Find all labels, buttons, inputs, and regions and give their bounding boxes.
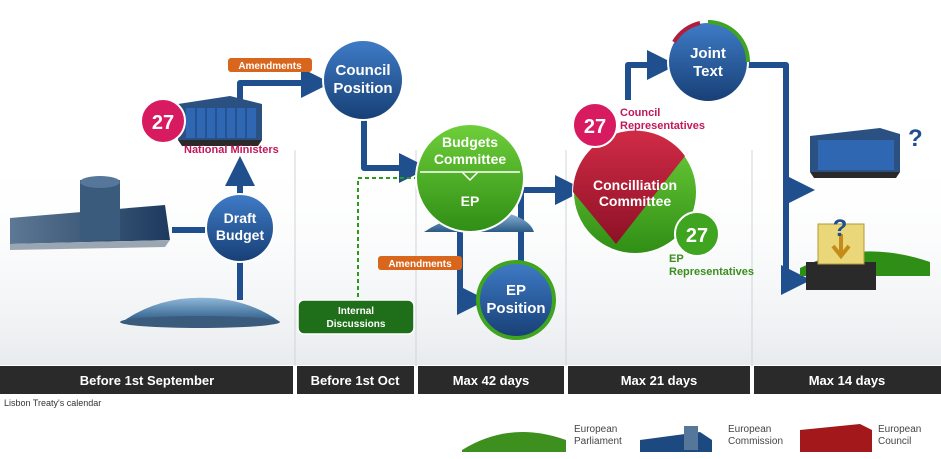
joint-text-label-line2: Text	[693, 63, 723, 80]
joint-text-label-line1: Joint	[690, 45, 726, 62]
legend-item-european-commission: European Commission	[640, 424, 783, 452]
national-ministers-label: National Ministers	[184, 144, 279, 156]
legend-council-line1: European	[878, 424, 921, 435]
connector-conciliation-to-joint-text	[625, 50, 677, 100]
outcome-question-mark-1: ?	[908, 125, 923, 152]
draft-budget-node: Draft Budget	[205, 193, 275, 263]
outcome-ballot-box: ?	[800, 215, 930, 290]
commission-building-left	[10, 176, 170, 250]
national-ministers-count: 27	[152, 112, 174, 134]
ep-position-node: EP Position	[476, 260, 556, 340]
stage-label-max-14-days: Max 14 days	[809, 373, 886, 388]
draft-budget-label-line2: Budget	[216, 227, 265, 243]
amendments-tag-top: Amendments	[228, 58, 312, 72]
timeline-bar: Before 1st September Before 1st Oct Max …	[0, 366, 941, 394]
outcome-commission-building: ?	[810, 125, 923, 178]
connector-council-position-to-budgets	[361, 120, 429, 183]
council-representatives-badge: 27 Council Representatives	[572, 102, 705, 148]
legend-commission-line2: Commission	[728, 436, 783, 447]
national-ministers-badge: 27 National Ministers	[140, 98, 279, 156]
amendments-tag-top-label: Amendments	[238, 61, 302, 72]
legend-commission-line1: European	[728, 424, 771, 435]
council-position-label-line1: Council	[336, 62, 391, 79]
outcome-question-mark-2: ?	[833, 215, 848, 242]
internal-discussions-tag: Internal Discussions	[297, 299, 415, 335]
budgets-committee-label-line2: Committee	[434, 151, 507, 167]
budgets-committee-node: Budgets Committee EP	[415, 123, 525, 233]
legend-item-european-council: European Council	[800, 424, 921, 452]
council-reps-label-line2: Representatives	[620, 120, 705, 132]
stage-label-max-21-days: Max 21 days	[621, 373, 698, 388]
legend-parliament-line1: European	[574, 424, 617, 435]
council-reps-label-line1: Council	[620, 107, 660, 119]
amendments-tag-bottom-label: Amendments	[388, 259, 452, 270]
draft-budget-label-line1: Draft	[224, 210, 257, 226]
legend-item-european-parliament: European Parliament	[462, 424, 622, 452]
legend-parliament-line2: Parliament	[574, 436, 622, 447]
ep-representatives-badge: 27 EP Representatives	[669, 211, 754, 278]
stage-label-before-1st-oct: Before 1st Oct	[311, 373, 401, 388]
caption: Lisbon Treaty's calendar	[4, 398, 101, 408]
legend: European Parliament European Commission …	[462, 424, 921, 452]
budgets-committee-label-line1: Budgets	[442, 134, 498, 150]
connector-joint-text-to-outcome	[748, 62, 811, 295]
connectors	[172, 50, 815, 315]
parliament-building-left	[120, 297, 280, 328]
council-reps-count: 27	[584, 116, 606, 138]
amendments-tag-bottom: Amendments	[378, 256, 462, 270]
stage-label-max-42-days: Max 42 days	[453, 373, 530, 388]
ep-position-label-line1: EP	[506, 282, 526, 299]
internal-discussions-label-line1: Internal	[338, 306, 374, 317]
connector-ep-to-ep-position	[457, 232, 487, 315]
ep-label: EP	[461, 193, 480, 209]
conciliation-committee-label-line1: Concilliation	[593, 177, 677, 193]
ep-reps-count: 27	[686, 225, 708, 247]
joint-text-node: Joint Text	[667, 20, 750, 103]
council-position-node: Council Position	[322, 39, 404, 121]
internal-discussions-label-line2: Discussions	[327, 319, 386, 330]
ep-position-label-line2: Position	[486, 300, 545, 317]
council-position-label-line2: Position	[333, 80, 392, 97]
ep-reps-label-line2: Representatives	[669, 266, 754, 278]
ep-reps-label-line1: EP	[669, 253, 684, 265]
conciliation-committee-node: Concilliation Committee	[572, 129, 698, 255]
legend-council-line2: Council	[878, 436, 911, 447]
conciliation-committee-label-line2: Committee	[599, 193, 672, 209]
council-ministers-building	[178, 96, 262, 146]
stage-label-before-1st-september: Before 1st September	[80, 373, 214, 388]
